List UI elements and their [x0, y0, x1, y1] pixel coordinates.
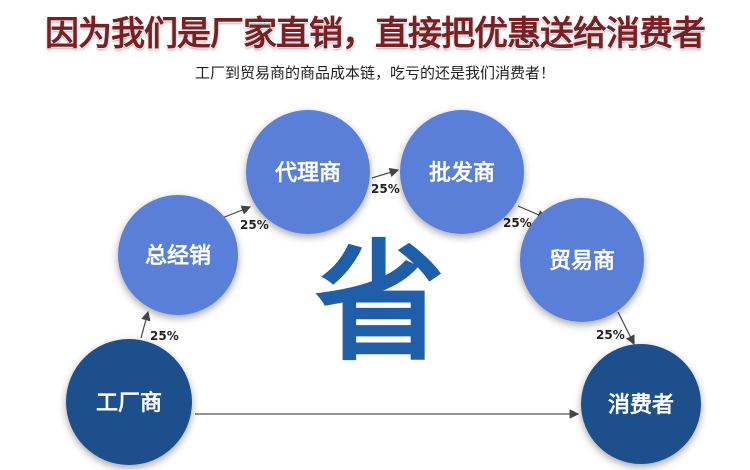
- node-factory: 工厂商: [66, 339, 192, 465]
- edge-label-general-agent: 25%: [240, 218, 269, 232]
- edge-label-trader-consumer: 25%: [596, 328, 625, 342]
- edge-label-agent-wholesale: 25%: [371, 182, 400, 196]
- node-agent: 代理商: [246, 110, 370, 234]
- center-glyph: 省: [314, 227, 445, 379]
- edge-factory-general: 25%: [140, 310, 179, 343]
- node-label-general: 总经销: [145, 243, 211, 269]
- node-wholesale: 批发商: [400, 110, 524, 234]
- node-label-trader: 贸易商: [549, 248, 615, 274]
- node-trader: 贸易商: [520, 198, 644, 322]
- edge-label-wholesale-trader: 25%: [503, 216, 532, 230]
- edge-agent-wholesale: 25%: [371, 167, 400, 196]
- headline: 因为我们是厂家直销，直接把优惠送给消费者: [45, 14, 706, 54]
- node-label-consumer: 消费者: [608, 393, 674, 418]
- node-consumer: 消费者: [581, 344, 701, 464]
- node-label-wholesale: 批发商: [429, 160, 495, 186]
- subline: 工厂到贸易商的商品成本链，吃亏的还是我们消费者！: [194, 64, 555, 82]
- node-label-agent: 代理商: [274, 160, 341, 186]
- edge-general-agent: 25%: [221, 205, 269, 232]
- edge-trader-consumer: 25%: [596, 311, 635, 346]
- node-label-factory: 工厂商: [96, 390, 162, 416]
- edge-label-factory-general: 25%: [150, 329, 179, 343]
- node-general: 总经销: [118, 195, 238, 315]
